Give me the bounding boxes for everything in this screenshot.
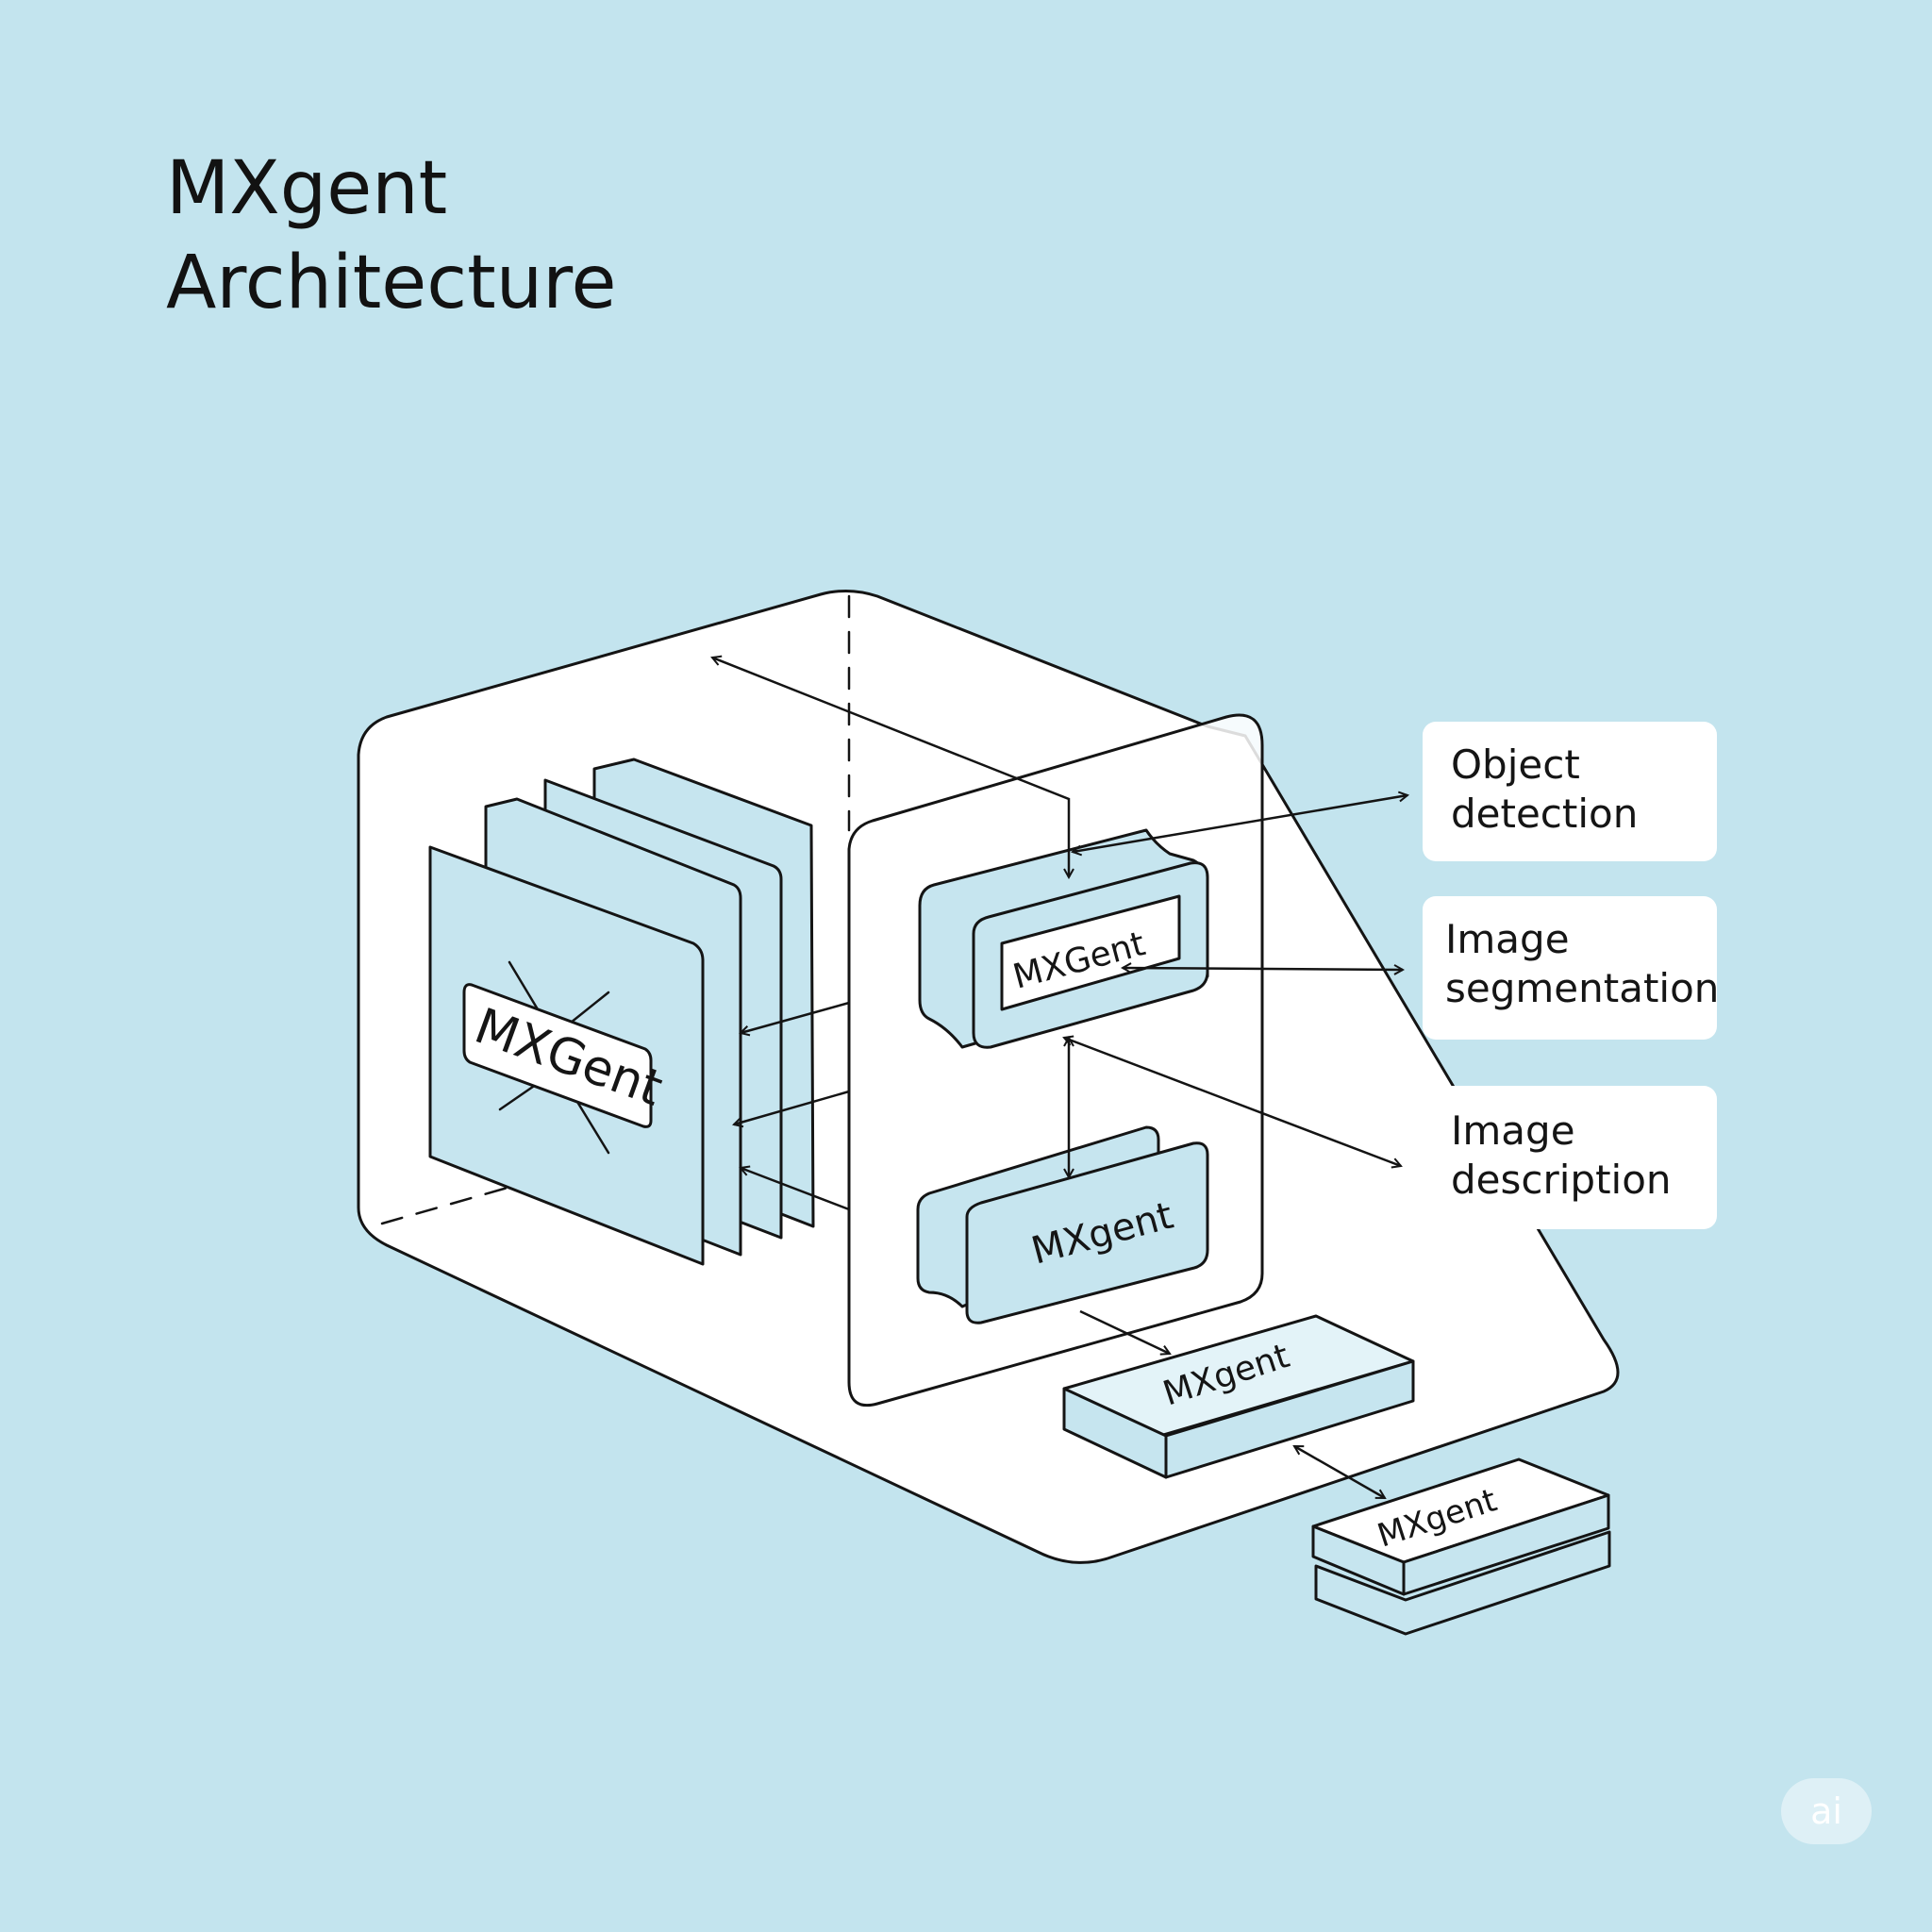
arrow-to-description (1064, 1038, 1401, 1166)
arrow-glass-to-layers-3 (741, 1168, 850, 1211)
output-card-line-1: Object (1451, 741, 1580, 788)
arrow-glass-to-layers-2 (734, 1090, 850, 1124)
output-card-line-2: description (1451, 1157, 1672, 1203)
output-card-object-detection: Object detection (1423, 722, 1717, 861)
ai-watermark: ai (1781, 1778, 1872, 1844)
output-card-image-segmentation: Image segmentation (1423, 896, 1720, 1040)
arrow-lower-to-platform (1079, 1309, 1170, 1354)
arrow-top-feedback (712, 658, 1069, 877)
output-block-lower (1314, 1530, 1611, 1636)
output-card-line-1: Image (1451, 1108, 1575, 1154)
dashed-guide-floor (380, 1184, 516, 1225)
arrow-to-object-detection (1073, 795, 1407, 852)
front-layer-label-box (462, 983, 653, 1128)
arrow-to-segmentation (1123, 968, 1403, 970)
arrow-glass-to-layers-1 (741, 1001, 850, 1033)
diagram-title: MXgent Architecture (166, 142, 617, 330)
output-card-line-2: segmentation (1445, 965, 1720, 1011)
connector-arrows (712, 658, 1407, 1500)
output-card-line-1: Image (1445, 916, 1570, 962)
title-line-2: Architecture (166, 241, 617, 325)
upper-module-label-box (1000, 894, 1181, 1011)
arrow-platform-to-output (1294, 1444, 1385, 1500)
title-line-1: MXgent (166, 146, 448, 231)
output-card-image-description: Image description (1423, 1086, 1717, 1229)
output-card-line-2: detection (1451, 791, 1639, 837)
